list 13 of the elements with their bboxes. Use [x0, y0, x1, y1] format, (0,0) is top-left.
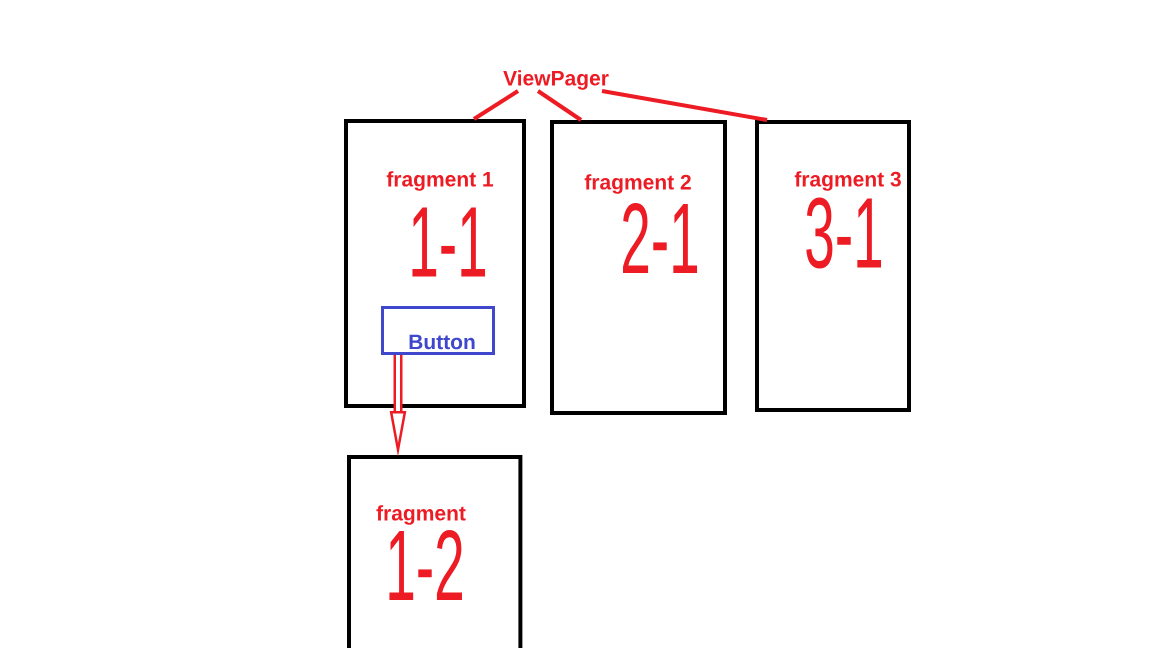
group-label: ViewPager [503, 70, 609, 90]
connector-line [472, 89, 520, 121]
handwritten-number: 2-1 [623, 203, 698, 273]
handwritten-number: 3-1 [806, 197, 882, 269]
box-heading: fragment [376, 505, 466, 525]
box-heading: fragment 3 [794, 171, 901, 191]
box-heading: fragment 2 [584, 174, 691, 194]
button: Button [381, 306, 495, 355]
box-heading: fragment 1 [386, 171, 494, 191]
connector-line [601, 89, 768, 122]
connector-line [536, 89, 583, 122]
handwritten-number: 1-1 [412, 207, 486, 277]
handwritten-number: 1-2 [389, 530, 462, 600]
